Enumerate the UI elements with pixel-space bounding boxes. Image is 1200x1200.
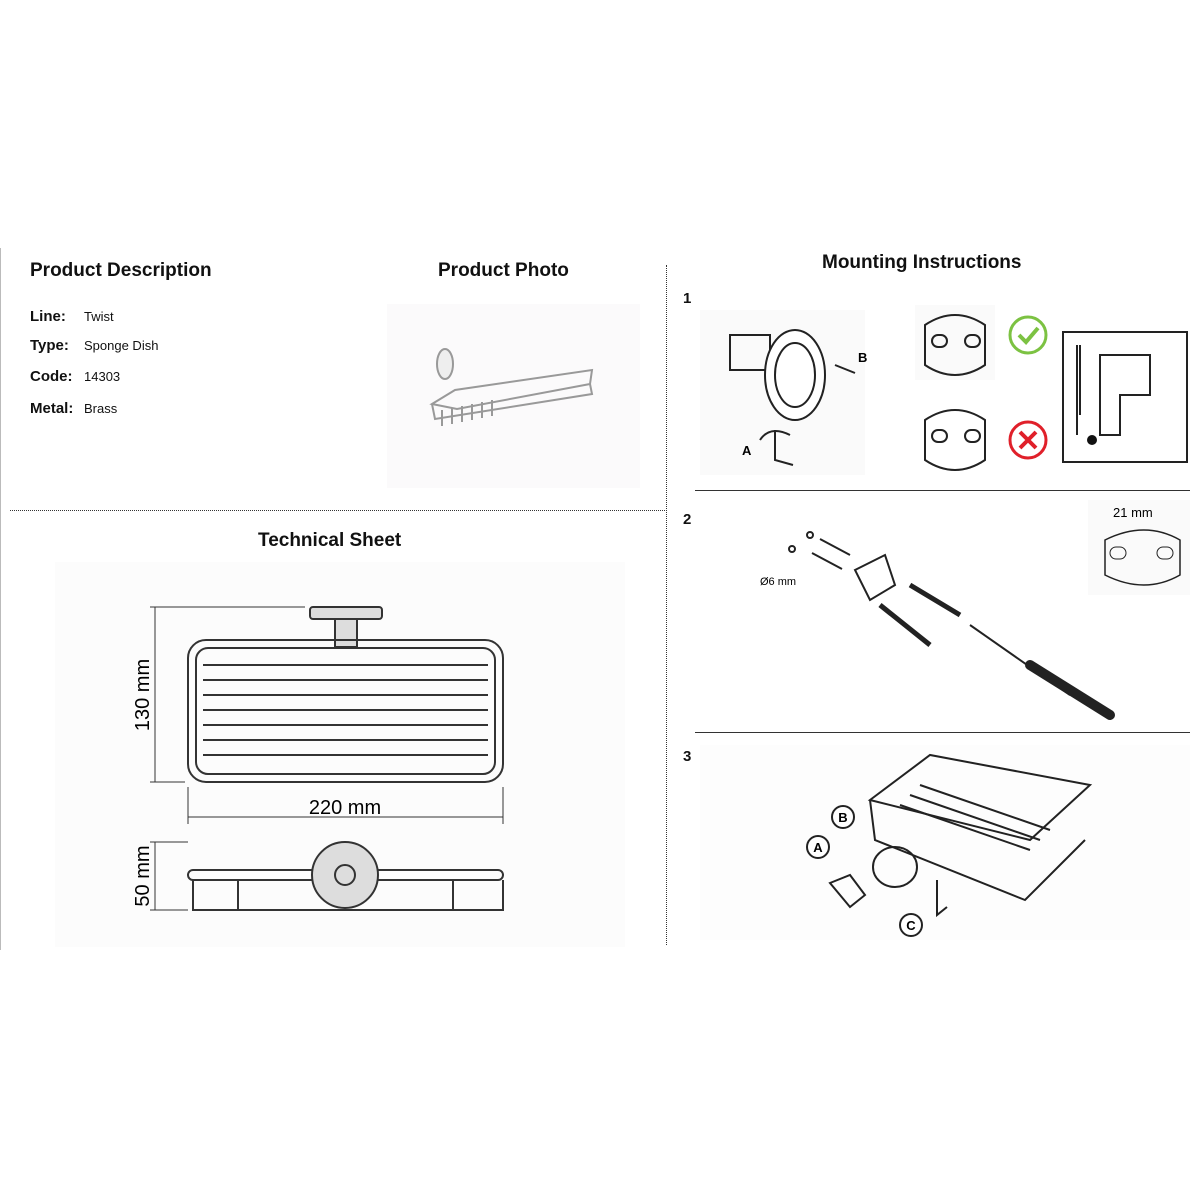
step-divider bbox=[695, 732, 1190, 733]
field-value: Sponge Dish bbox=[84, 338, 159, 353]
check-icon bbox=[1008, 315, 1048, 355]
step-2-illustration: Ø6 mm 21 mm bbox=[760, 500, 1190, 720]
step-1-illustration: B A bbox=[700, 305, 1188, 475]
step-divider bbox=[695, 490, 1190, 491]
technical-title: Technical Sheet bbox=[258, 530, 402, 551]
label-b: B bbox=[838, 810, 847, 825]
label-c: C bbox=[906, 918, 916, 933]
horizontal-divider bbox=[10, 510, 665, 511]
field-label: Metal: bbox=[30, 400, 74, 417]
field-value: Brass bbox=[84, 401, 118, 416]
field-type: Type: Sponge Dish bbox=[30, 337, 158, 368]
field-code: Code: 14303 bbox=[30, 368, 158, 400]
step-3-illustration: B A C bbox=[700, 745, 1190, 940]
hole-spacing: 21 mm bbox=[1113, 505, 1153, 520]
description-fields: Line: Twist Type: Sponge Dish Code: 14303 M… bbox=[30, 308, 158, 418]
depth-dimension: 50 mm bbox=[132, 845, 154, 906]
field-value: Twist bbox=[84, 309, 114, 324]
field-line: Line: Twist bbox=[30, 308, 158, 337]
label-b: B bbox=[858, 350, 867, 365]
step-number: 3 bbox=[683, 748, 692, 765]
left-border bbox=[0, 248, 1, 950]
width-dimension: 220 mm bbox=[309, 797, 381, 819]
height-dimension: 130 mm bbox=[132, 659, 154, 731]
field-label: Type: bbox=[30, 337, 69, 354]
photo-title: Product Photo bbox=[438, 260, 569, 281]
field-label: Code: bbox=[30, 368, 73, 385]
label-a: A bbox=[742, 443, 752, 458]
technical-drawing: 220 mm 130 mm 50 mm bbox=[55, 562, 625, 947]
field-label: Line: bbox=[30, 308, 66, 325]
plus-icon bbox=[1087, 435, 1097, 445]
step-number: 1 bbox=[683, 290, 692, 307]
vertical-divider bbox=[666, 265, 667, 945]
mounting-title: Mounting Instructions bbox=[822, 252, 1022, 273]
field-value: 14303 bbox=[84, 369, 121, 384]
drill-diameter: Ø6 mm bbox=[760, 576, 796, 588]
field-metal: Metal: Brass bbox=[30, 400, 158, 418]
label-a: A bbox=[813, 840, 823, 855]
step-number: 2 bbox=[683, 511, 692, 528]
description-title: Product Description bbox=[30, 260, 212, 281]
product-photo bbox=[387, 304, 640, 488]
